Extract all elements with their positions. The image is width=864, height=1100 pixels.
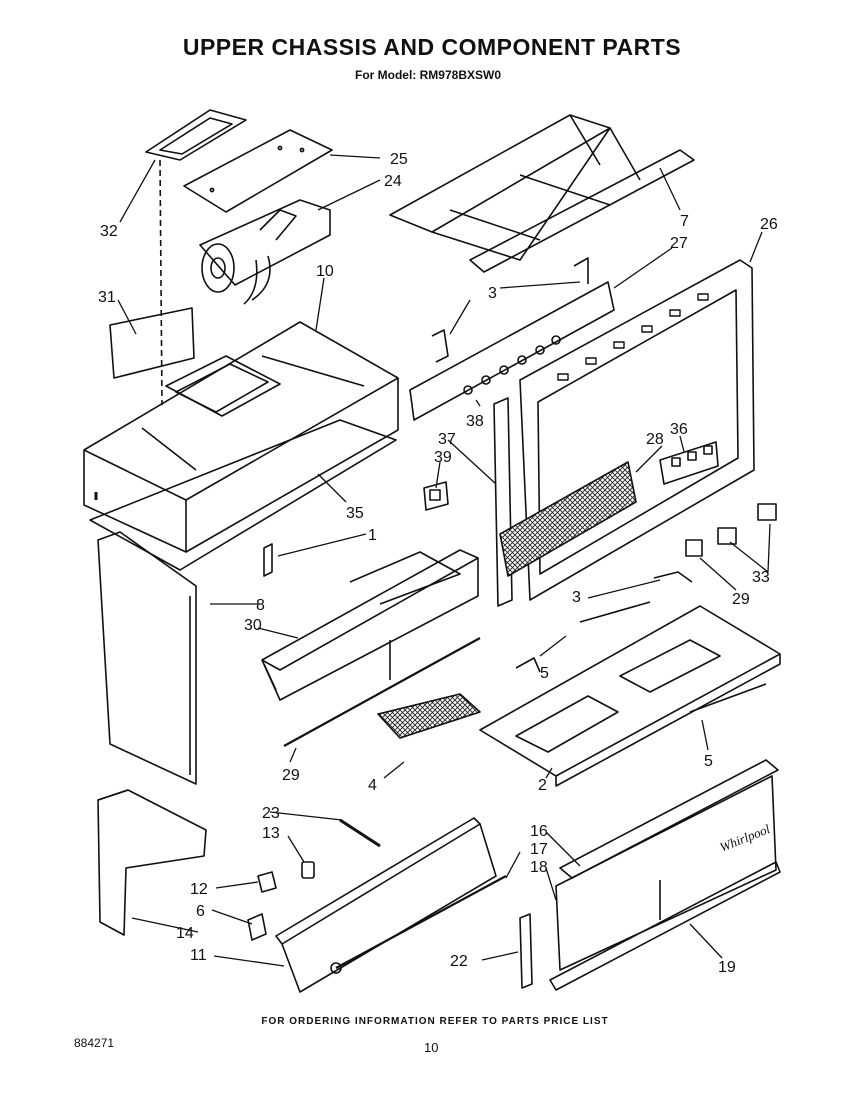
rod-shape [283,637,481,747]
vent-grille-shape [499,461,637,577]
part-label-35: 35 [346,505,364,522]
part-label-6: 6 [196,903,205,920]
part-label-31: 29 [732,591,750,608]
fan-motor-shape [199,199,331,305]
cover-plate-shape [183,129,333,213]
page-title: UPPER CHASSIS AND COMPONENT PARTS [182,34,682,60]
part-label-2: 2 [538,777,547,794]
insulation-sheet-shape [89,419,397,571]
part-label-5-left: 5 [540,665,549,682]
part-label-29: 29 [282,767,300,784]
top-trim-shape [559,759,779,879]
part-label-8: 8 [256,597,265,614]
brand-logo: Whirlpool [718,821,773,855]
part-label-34: 32 [100,223,118,240]
part-label-3-upper: 3 [488,285,497,302]
part-label-24: 24 [384,173,402,190]
part-label-33: 31 [98,289,116,306]
part-label-5-right: 5 [704,753,713,770]
part-label-32: 33 [752,569,770,586]
ordering-note: FOR ORDERING INFORMATION REFER TO PARTS … [261,1016,609,1027]
clip-shape [263,543,273,577]
clamp-shape [247,913,267,941]
control-panel-strip-shape [409,257,615,421]
part-label-25: 25 [390,151,408,168]
side-panel-shape [97,531,197,785]
part-label-3-lower: 3 [572,589,581,606]
thermal-cutout-shape [257,871,277,893]
part-label-12: 12 [190,881,208,898]
part-label-1: 1 [368,527,377,544]
bottom-rail-shape [549,861,781,991]
model-subtitle: For Model: RM978BXSW0 [354,68,501,82]
part-label-4: 4 [368,777,377,794]
part-label-17: 17 [530,841,548,858]
part-label-39: 39 [434,449,452,466]
part-label-28: 28 [646,431,664,448]
chassis-box-shape [83,321,399,553]
interlock-switches-shape [685,503,777,557]
part-label-10: 10 [316,263,334,280]
part-label-13: 13 [262,825,280,842]
lamp-housing-shape [275,817,507,993]
light-socket-shape [301,861,315,879]
small-cover-shape [109,307,195,379]
grease-filter-shape [377,693,481,739]
part-label-11: 11 [190,947,207,964]
front-channel-shape [261,549,479,701]
part-label-19: 19 [718,959,736,976]
part-label-37: 37 [438,431,456,448]
part-label-26: 26 [760,216,778,233]
door-switch-shape [423,481,449,511]
part-label-30: 30 [244,617,262,634]
part-label-38: 38 [466,413,484,430]
part-label-22: 22 [450,953,468,970]
part-label-7: 7 [680,213,689,230]
switch-assembly-shape [659,441,719,485]
leader-lines [117,154,771,967]
part-label-27: 27 [670,235,688,252]
front-panel-shape [555,775,777,971]
lower-brackets-shape [515,571,767,713]
document-number: 884271 [74,1036,115,1050]
lower-shelf-shape [479,605,781,787]
vertical-trim-shape [493,397,513,607]
cam-shape [339,818,381,848]
mounting-bracket-shape [145,109,247,406]
part-label-23: 23 [262,805,280,822]
part-label-14: 14 [176,925,194,942]
page-number: 10 [424,1040,439,1055]
seal-strip-shape [519,913,533,989]
top-frame-shape [389,114,695,273]
part-label-18: 18 [530,859,548,876]
part-label-36: 36 [670,421,688,438]
part-label-16: 16 [530,823,548,840]
left-bracket-shape [97,789,207,936]
